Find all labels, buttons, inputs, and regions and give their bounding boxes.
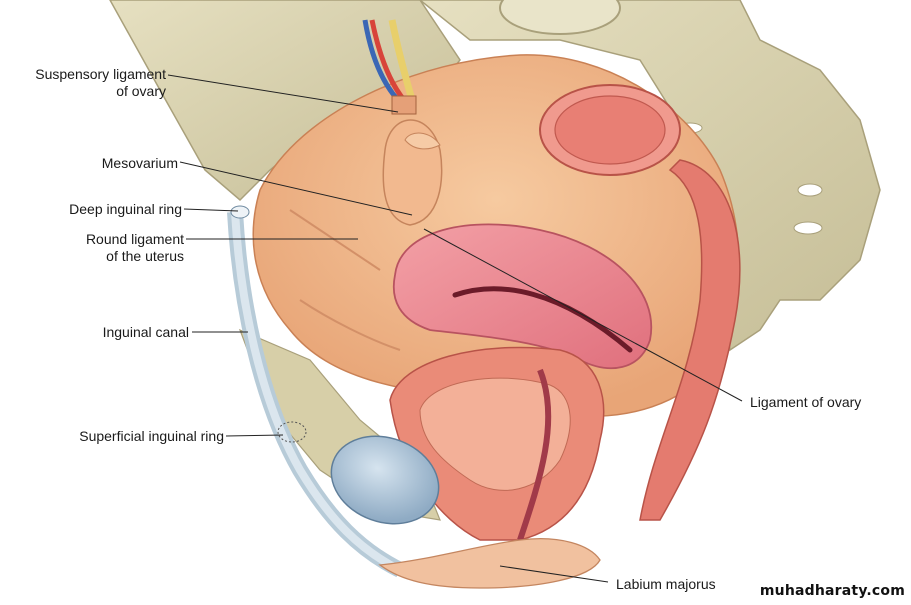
label-round-ligament: Round ligament of the uterus (0, 231, 184, 265)
label-suspensory-line2: of ovary (116, 83, 166, 99)
label-superficial-inguinal-ring: Superficial inguinal ring (79, 428, 224, 444)
label-round-line2: of the uterus (106, 248, 184, 264)
leader-mesovarium (179, 161, 413, 216)
leader-suspensory (167, 74, 399, 113)
ovarian-vessels (362, 19, 417, 115)
rectum (539, 84, 741, 521)
label-suspensory-line1: Suspensory ligament (35, 66, 166, 82)
leader-deep-ring (183, 208, 239, 212)
uterus (392, 223, 653, 369)
label-mesovarium: Mesovarium (101, 155, 178, 171)
leader-labium (499, 565, 609, 583)
label-labium-majorus: Labium majorus (616, 576, 716, 592)
watermark: muhadharaty.com (759, 583, 905, 599)
label-round-line1: Round ligament (85, 231, 184, 247)
label-inguinal-canal: Inguinal canal (102, 324, 189, 340)
bladder-vagina (389, 346, 605, 541)
ovary (382, 119, 443, 226)
leader-ligament-ovary (423, 228, 743, 402)
label-suspensory-ligament: Suspensory ligament of ovary (0, 66, 166, 100)
inguinal-canal-structure (227, 205, 404, 578)
pubic-fat-pad (330, 435, 440, 525)
label-ligament-of-ovary: Ligament of ovary (750, 394, 862, 410)
leader-lines (167, 74, 743, 583)
leader-superficial (225, 434, 284, 437)
labium-majus (378, 538, 601, 589)
label-deep-inguinal-ring: Deep inguinal ring (69, 201, 182, 217)
